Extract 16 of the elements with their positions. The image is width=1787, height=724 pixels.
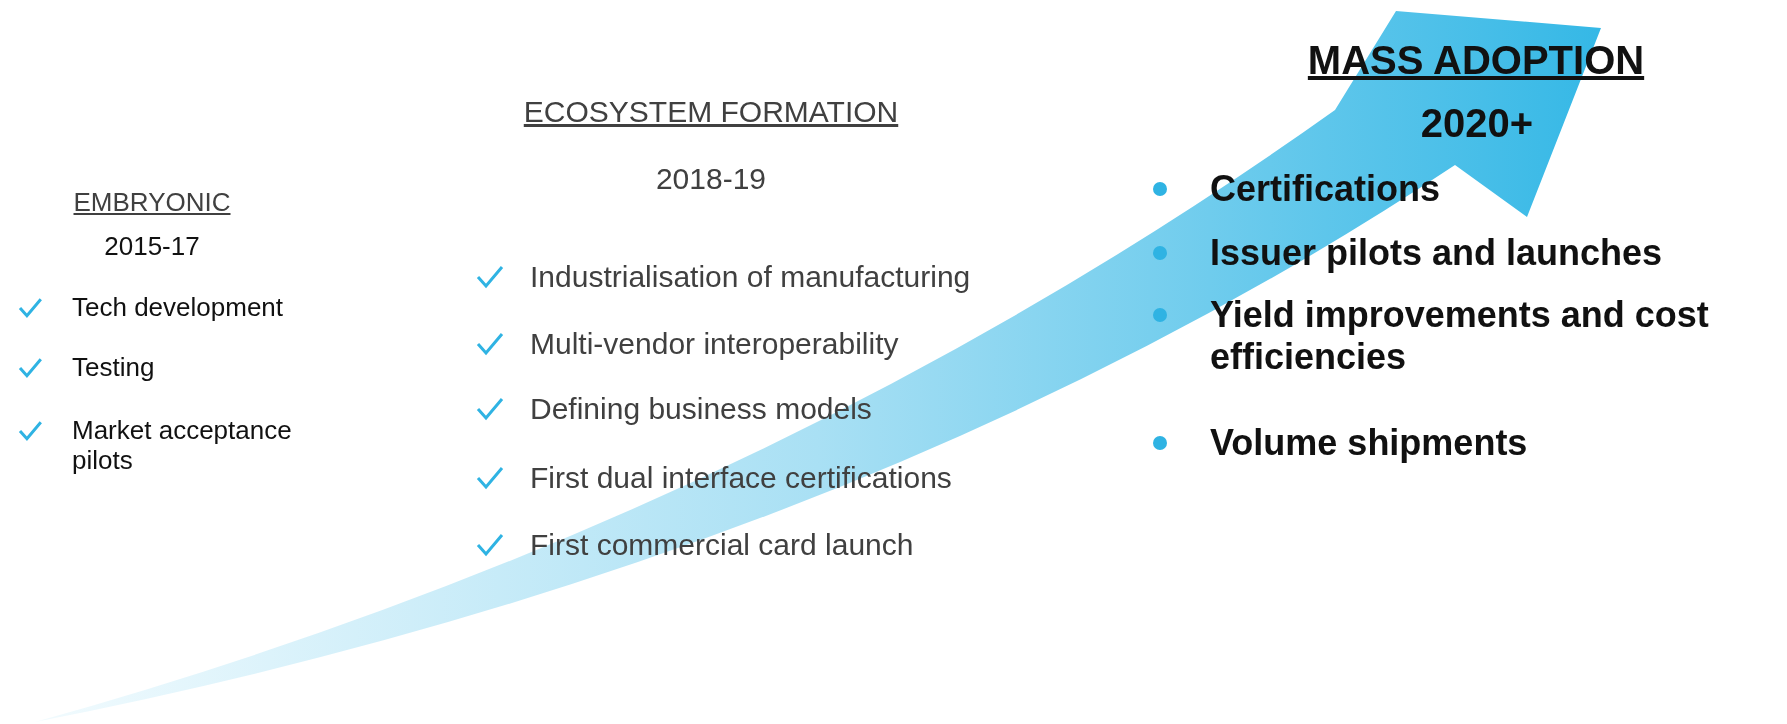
- list-item: First dual interface certifications: [530, 460, 953, 496]
- list-item: Multi-vendor interoperability: [530, 326, 900, 362]
- list-item: Volume shipments: [1210, 422, 1529, 464]
- list-item: Yield improvements and cost efficiencies: [1210, 294, 1710, 378]
- list-item: Tech development: [72, 293, 285, 323]
- year-label: 2015-17: [104, 232, 200, 262]
- list-item: Defining business models: [530, 391, 873, 427]
- year-label: 2018-19: [655, 161, 767, 197]
- list-item: Testing: [72, 353, 156, 383]
- phase-title: ECOSYSTEM FORMATION: [523, 94, 899, 130]
- list-item: Issuer pilots and launches: [1210, 232, 1664, 274]
- list-item: Market acceptance pilots: [72, 416, 293, 476]
- list-item: Industrialisation of manufacturing: [530, 259, 972, 295]
- phase-title: EMBRYONIC: [73, 188, 231, 218]
- list-item: First commercial card launch: [530, 527, 915, 563]
- year-label: 2020+: [1420, 100, 1534, 146]
